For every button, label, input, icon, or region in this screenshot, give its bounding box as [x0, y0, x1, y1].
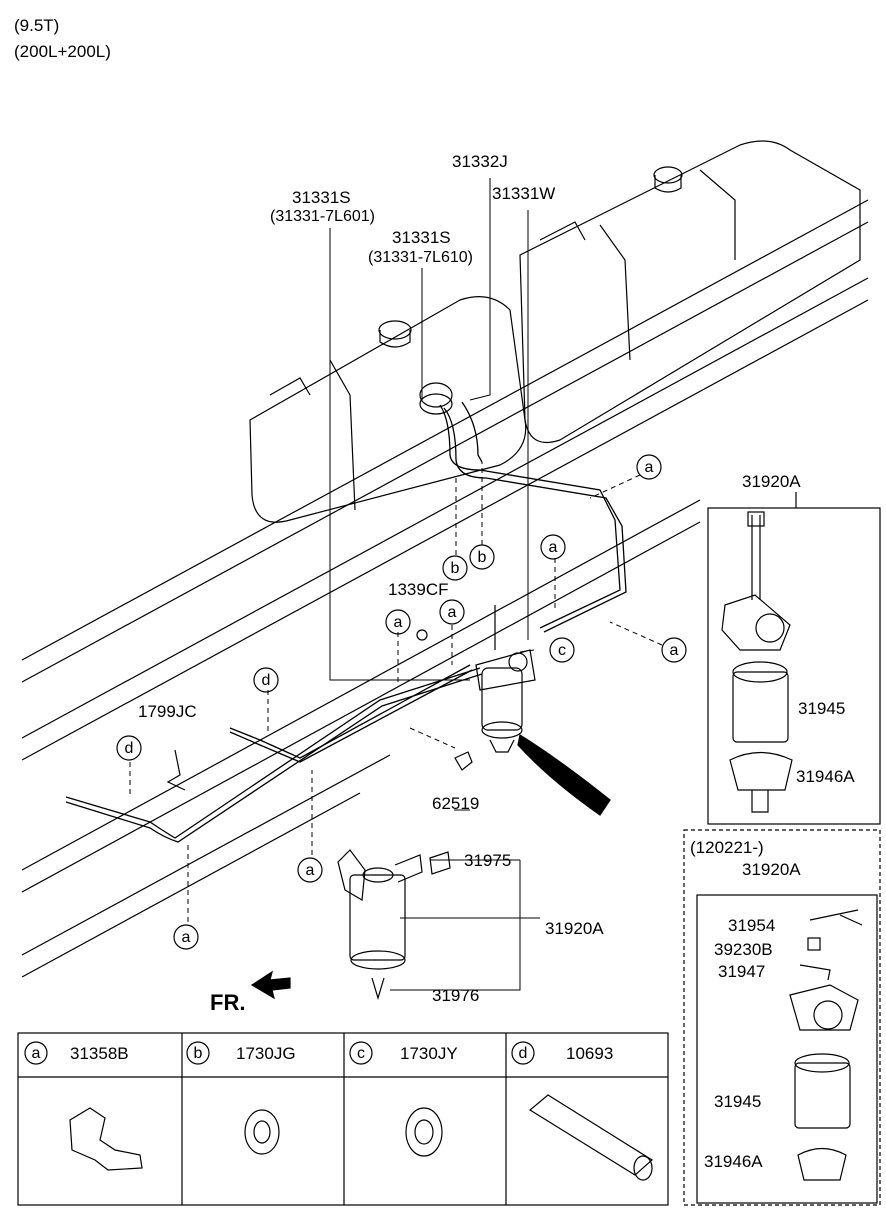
- legend-key-c: c: [357, 1045, 365, 1062]
- legend-part-tube: [528, 1094, 654, 1181]
- chassis-frame-rails: [21, 199, 869, 978]
- part-31975: 31975: [464, 851, 512, 870]
- part-1339CF: 1339CF: [388, 580, 449, 599]
- callout-b: b: [451, 560, 460, 577]
- fuel-tank-rear: [519, 140, 861, 444]
- callout-circles: [24, 454, 687, 1065]
- lower-inset-box: [683, 829, 881, 1206]
- tank-capacity-label: (200L+200L): [14, 42, 111, 61]
- legend-part-b: 1730JG: [236, 1044, 296, 1063]
- leader-lines: [329, 178, 540, 991]
- inset-lower-date: (120221-): [690, 838, 764, 857]
- inset-lower-part-39230B: 39230B: [714, 940, 773, 959]
- fuel-tank-front: [249, 296, 527, 523]
- callout-a: a: [549, 539, 558, 556]
- callout-a: a: [182, 929, 191, 946]
- callout-a: a: [306, 862, 315, 879]
- legend-part-d: 10693: [566, 1044, 614, 1063]
- legend-part-a: 31358B: [70, 1044, 129, 1063]
- inset-lower-part-31945: 31945: [714, 1092, 762, 1111]
- front-direction-arrow: [250, 970, 291, 1000]
- callout-b: b: [478, 549, 487, 566]
- part-62519: 62519: [432, 794, 480, 813]
- inset-lower-part-31946A: 31946A: [704, 1152, 763, 1171]
- bolt-1339CF: [416, 629, 428, 641]
- inset-upper-part-31945: 31945: [798, 699, 846, 718]
- fuel-filter-on-frame: [475, 605, 611, 816]
- legend-part-grommet-c: [405, 1107, 443, 1157]
- fuel-lines: [65, 401, 627, 843]
- part-31331S-a-sub: (31331-7L601): [270, 208, 375, 225]
- callout-d: d: [125, 740, 134, 757]
- tank-straps: [329, 169, 736, 511]
- bolt-62519: [454, 751, 473, 771]
- part-31331S-b-sub: (31331-7L610): [368, 249, 473, 266]
- callout-a: a: [645, 459, 654, 476]
- inset-upper-part-31946A: 31946A: [796, 767, 855, 786]
- legend-key-a: a: [32, 1045, 41, 1062]
- legend-part-clip: [69, 1107, 143, 1171]
- upper-inset-box: [707, 492, 881, 825]
- callout-d: d: [262, 672, 271, 689]
- legend-key-b: b: [194, 1045, 203, 1062]
- part-31332J: 31332J: [452, 152, 508, 171]
- callout-a: a: [394, 614, 403, 631]
- front-direction-label: FR.: [210, 990, 246, 1015]
- legend-key-d: d: [519, 1045, 528, 1062]
- callout-a: a: [670, 642, 679, 659]
- part-31920A-main: 31920A: [545, 919, 604, 938]
- inset-lower-part-31947: 31947: [718, 962, 766, 981]
- dashed-callout-arrows: [129, 462, 663, 922]
- legend-part-grommet-b: [244, 1109, 280, 1155]
- part-1799JC: 1799JC: [138, 702, 197, 721]
- model-weight-label: (9.5T): [14, 16, 60, 35]
- legend-part-c: 1730JY: [400, 1044, 458, 1063]
- inset-upper-title: 31920A: [742, 472, 801, 491]
- callout-c: c: [558, 642, 566, 659]
- part-31331W: 31331W: [492, 184, 556, 203]
- callout-a: a: [448, 604, 457, 621]
- part-31331S-a: 31331S: [292, 188, 351, 207]
- legend-table: [17, 1032, 669, 1206]
- inset-lower-title: 31920A: [742, 860, 801, 879]
- part-31331S-b: 31331S: [392, 228, 451, 247]
- callout-letters: a b b a a a c a d d a a a b c d: [32, 459, 679, 1062]
- clip-1799JC: [166, 749, 186, 791]
- inset-lower-part-31954: 31954: [728, 916, 776, 935]
- part-31976: 31976: [432, 986, 480, 1005]
- filter-assembly-detail: [337, 849, 451, 1001]
